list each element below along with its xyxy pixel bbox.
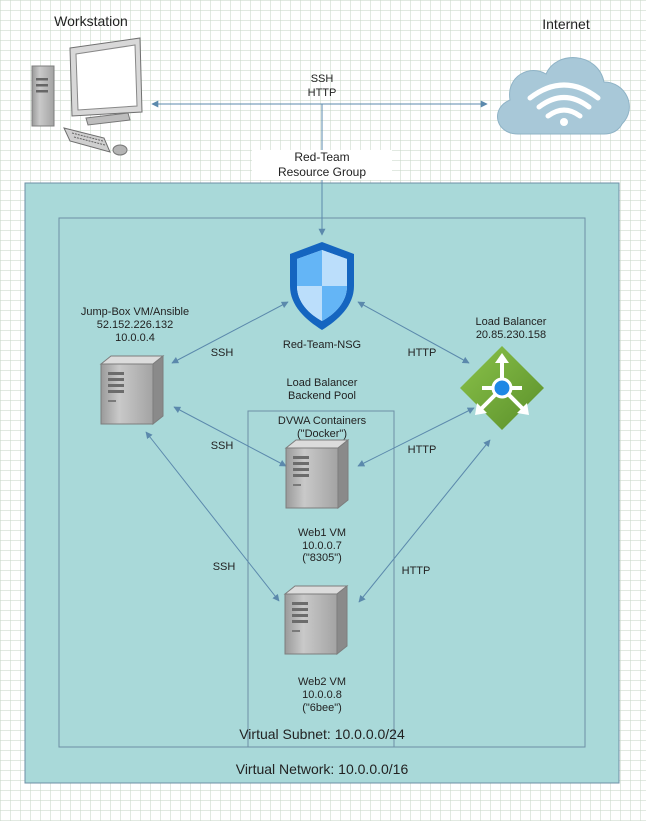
workstation-label: Workstation xyxy=(54,13,128,29)
web2-ip: 10.0.0.8 xyxy=(302,689,342,701)
backend-pool-label-line1: Load Balancer xyxy=(286,377,358,389)
edge-label-nsg-loadbalancer: HTTP xyxy=(407,347,437,359)
virtual-network-label: Virtual Network: 10.0.0.0/16 xyxy=(235,761,409,777)
containers-label-line2: ("Docker") xyxy=(297,428,347,440)
loadbalancer-web2-link xyxy=(358,439,491,603)
load-balancer-icon xyxy=(460,346,544,430)
containers-label-line1: DVWA Containers xyxy=(277,415,367,427)
web1-container-id: ("8305") xyxy=(302,552,342,564)
edge-label-jumpbox-web1: SSH xyxy=(210,440,234,452)
top-link-protocol-ssh: SSH xyxy=(310,73,334,85)
nsg-jumpbox-link xyxy=(171,301,289,364)
jumpbox-web2-link xyxy=(145,431,280,602)
web1-ip: 10.0.0.7 xyxy=(302,540,342,552)
load-balancer-name-label: Load Balancer xyxy=(475,316,547,328)
nsg-label: Red-Team-NSG xyxy=(282,339,362,351)
edge-label-loadbalancer-web1: HTTP xyxy=(407,444,437,456)
web2-server-icon xyxy=(284,585,348,655)
jumpbox-server-icon xyxy=(100,355,164,425)
cloud-wifi-icon xyxy=(497,57,630,135)
jumpbox-public-ip: 52.152.226.132 xyxy=(96,319,174,331)
jumpbox-private-ip: 10.0.0.4 xyxy=(115,332,155,344)
desktop-computer-icon xyxy=(31,37,143,156)
backend-pool-label-line2: Backend Pool xyxy=(288,390,356,402)
virtual-subnet-label: Virtual Subnet: 10.0.0.0/24 xyxy=(239,726,405,742)
shield-icon xyxy=(290,242,354,330)
edge-label-loadbalancer-web2: HTTP xyxy=(401,565,431,577)
web2-name-label: Web2 VM xyxy=(297,676,347,688)
web2-container-id: ("6bee") xyxy=(302,702,342,714)
edge-label-nsg-jumpbox: SSH xyxy=(210,347,234,359)
web1-server-icon xyxy=(285,439,349,509)
nsg-loadbalancer-link xyxy=(357,301,470,364)
resource-group-label-line2: Resource Group xyxy=(252,165,392,180)
jumpbox-name-label: Jump-Box VM/Ansible xyxy=(80,306,190,318)
resource-group-label-line1: Red-Team xyxy=(252,150,392,165)
edge-label-jumpbox-web2: SSH xyxy=(212,561,236,573)
load-balancer-ip: 20.85.230.158 xyxy=(475,329,547,341)
web1-name-label: Web1 VM xyxy=(297,527,347,539)
top-link-protocol-http: HTTP xyxy=(307,87,337,99)
internet-label: Internet xyxy=(542,16,590,32)
